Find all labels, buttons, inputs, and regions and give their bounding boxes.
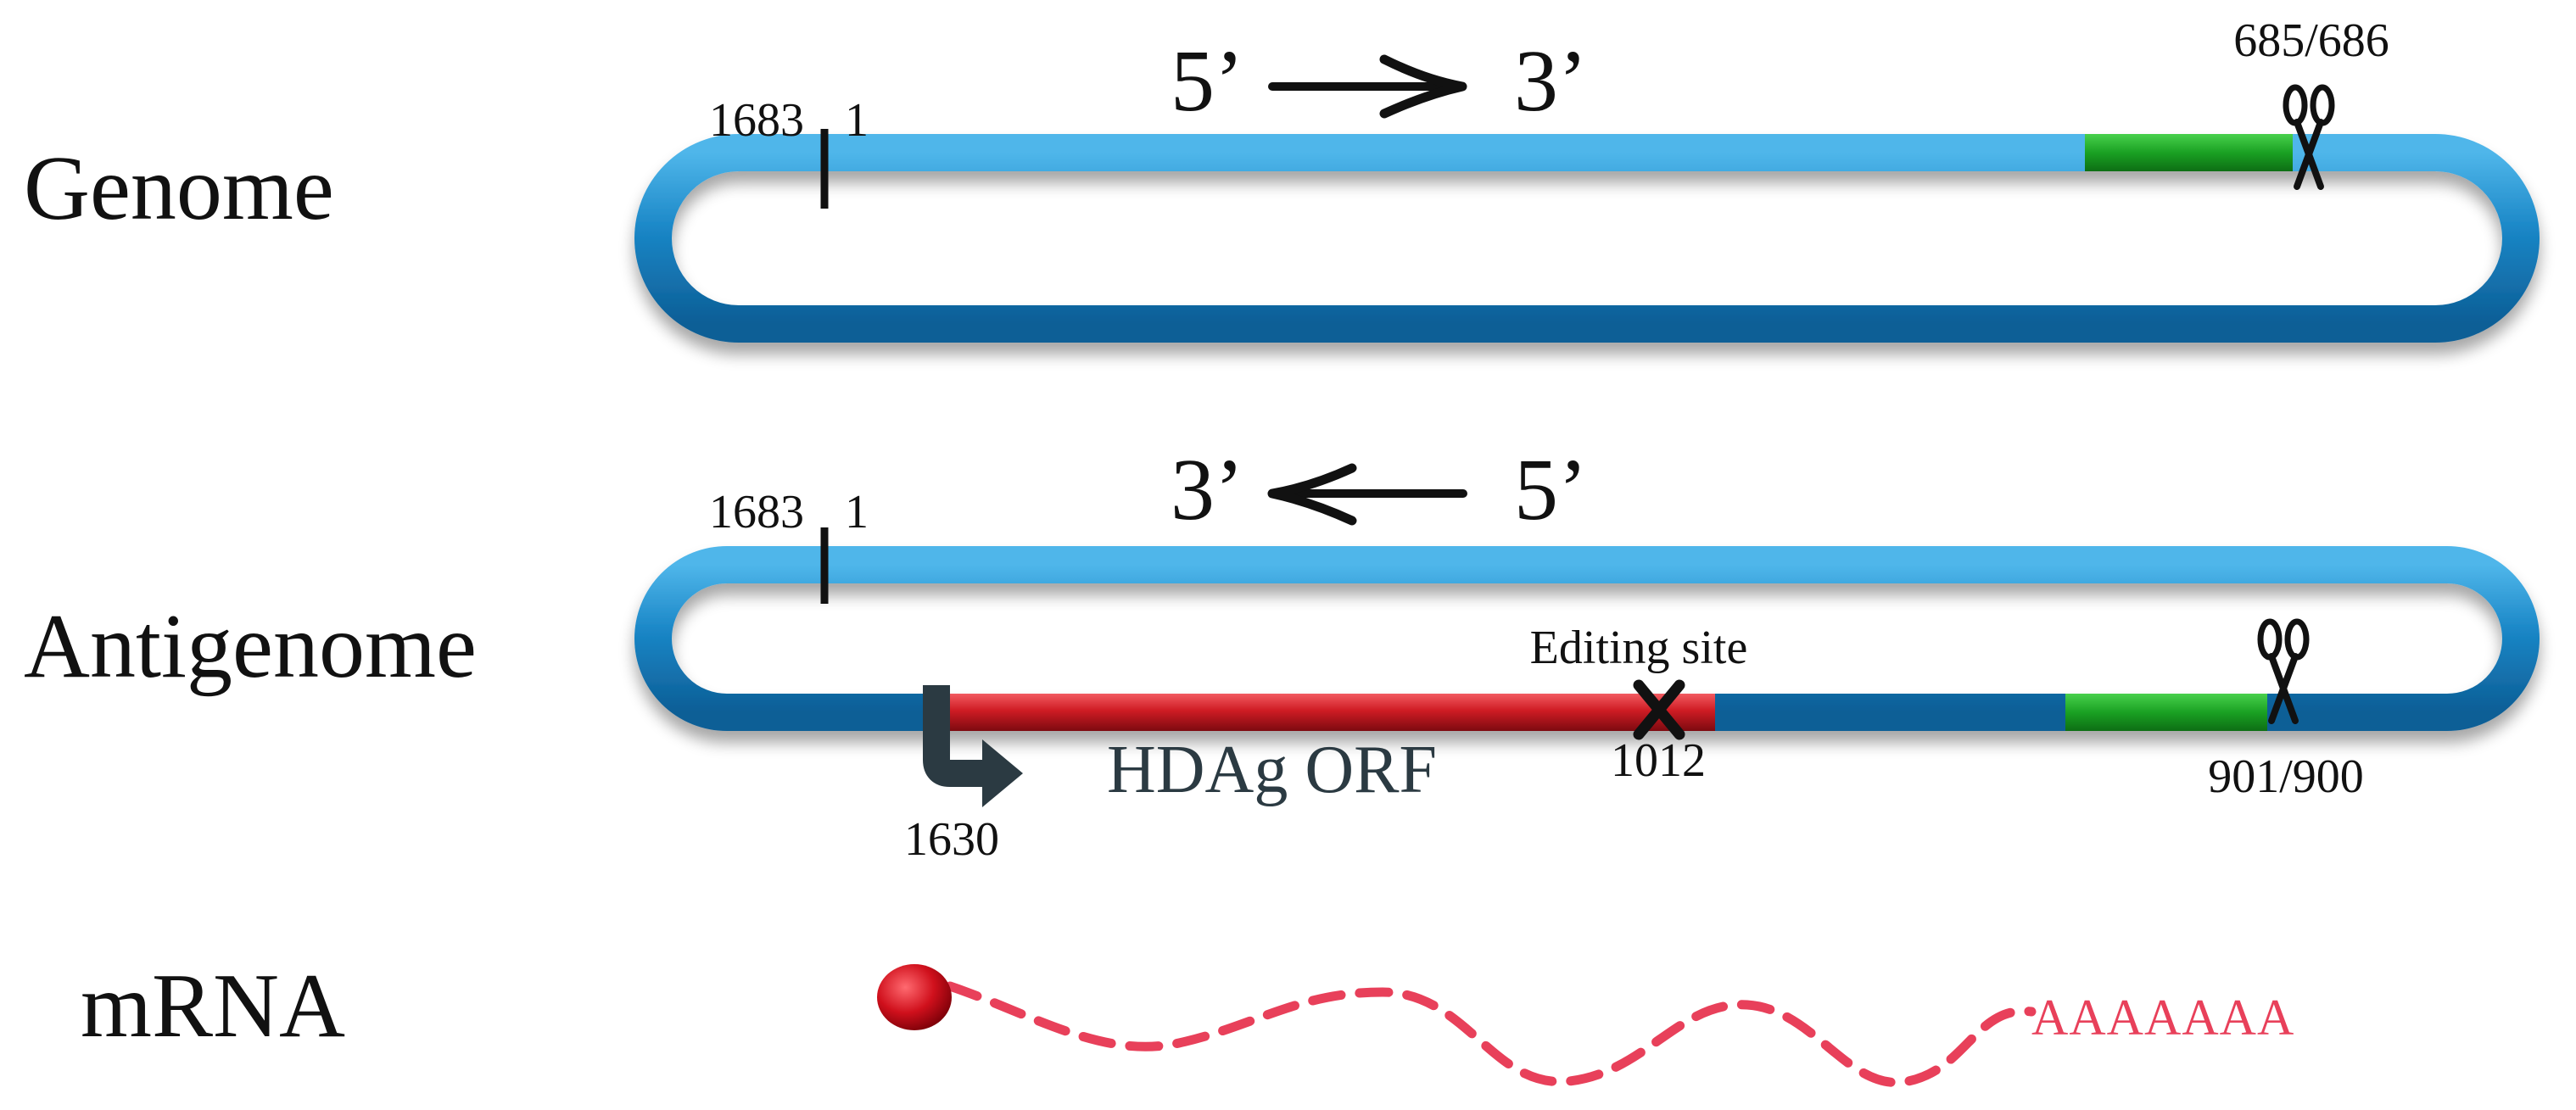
antigenome-ribozyme-site: 901/900 [2208,750,2364,803]
genome-direction-arrow [1268,54,1467,119]
orf-label: HDAg ORF [1107,733,1437,807]
genome-three-prime: 3’ [1514,32,1588,130]
antigenome-three-prime: 3’ [1171,441,1244,538]
antigenome-ribozyme-segment [2065,694,2267,731]
antigenome-pos-left: 1683 [709,486,804,538]
mrna-strand [945,981,2037,1087]
genome-ribozyme-site: 685/686 [2233,14,2389,67]
genome-strand [634,134,2540,343]
genome-ribozyme-segment [2085,134,2293,171]
polya-tail: AAAAAAA [2031,990,2294,1046]
genome-pos-right: 1 [845,94,869,147]
five-prime-cap [877,964,952,1030]
antigenome-pos-right: 1 [845,486,869,538]
orf-segment [926,694,1715,731]
editing-site-position: 1012 [1611,734,1706,787]
row-label-antigenome: Antigenome [24,596,477,697]
antigenome-direction-arrow [1267,463,1467,526]
antigenome-five-prime: 5’ [1514,441,1588,538]
transcription-start-position: 1630 [904,813,999,866]
editing-site-label: Editing site [1530,622,1748,674]
transcription-start-bent-arrow-icon [923,685,1023,807]
genome-pos-left: 1683 [709,94,804,147]
genome-five-prime: 5’ [1171,32,1244,130]
editing-site-x-mark-icon [1633,679,1685,740]
row-label-mrna: mRNA [81,956,345,1057]
row-label-genome: Genome [24,138,334,239]
